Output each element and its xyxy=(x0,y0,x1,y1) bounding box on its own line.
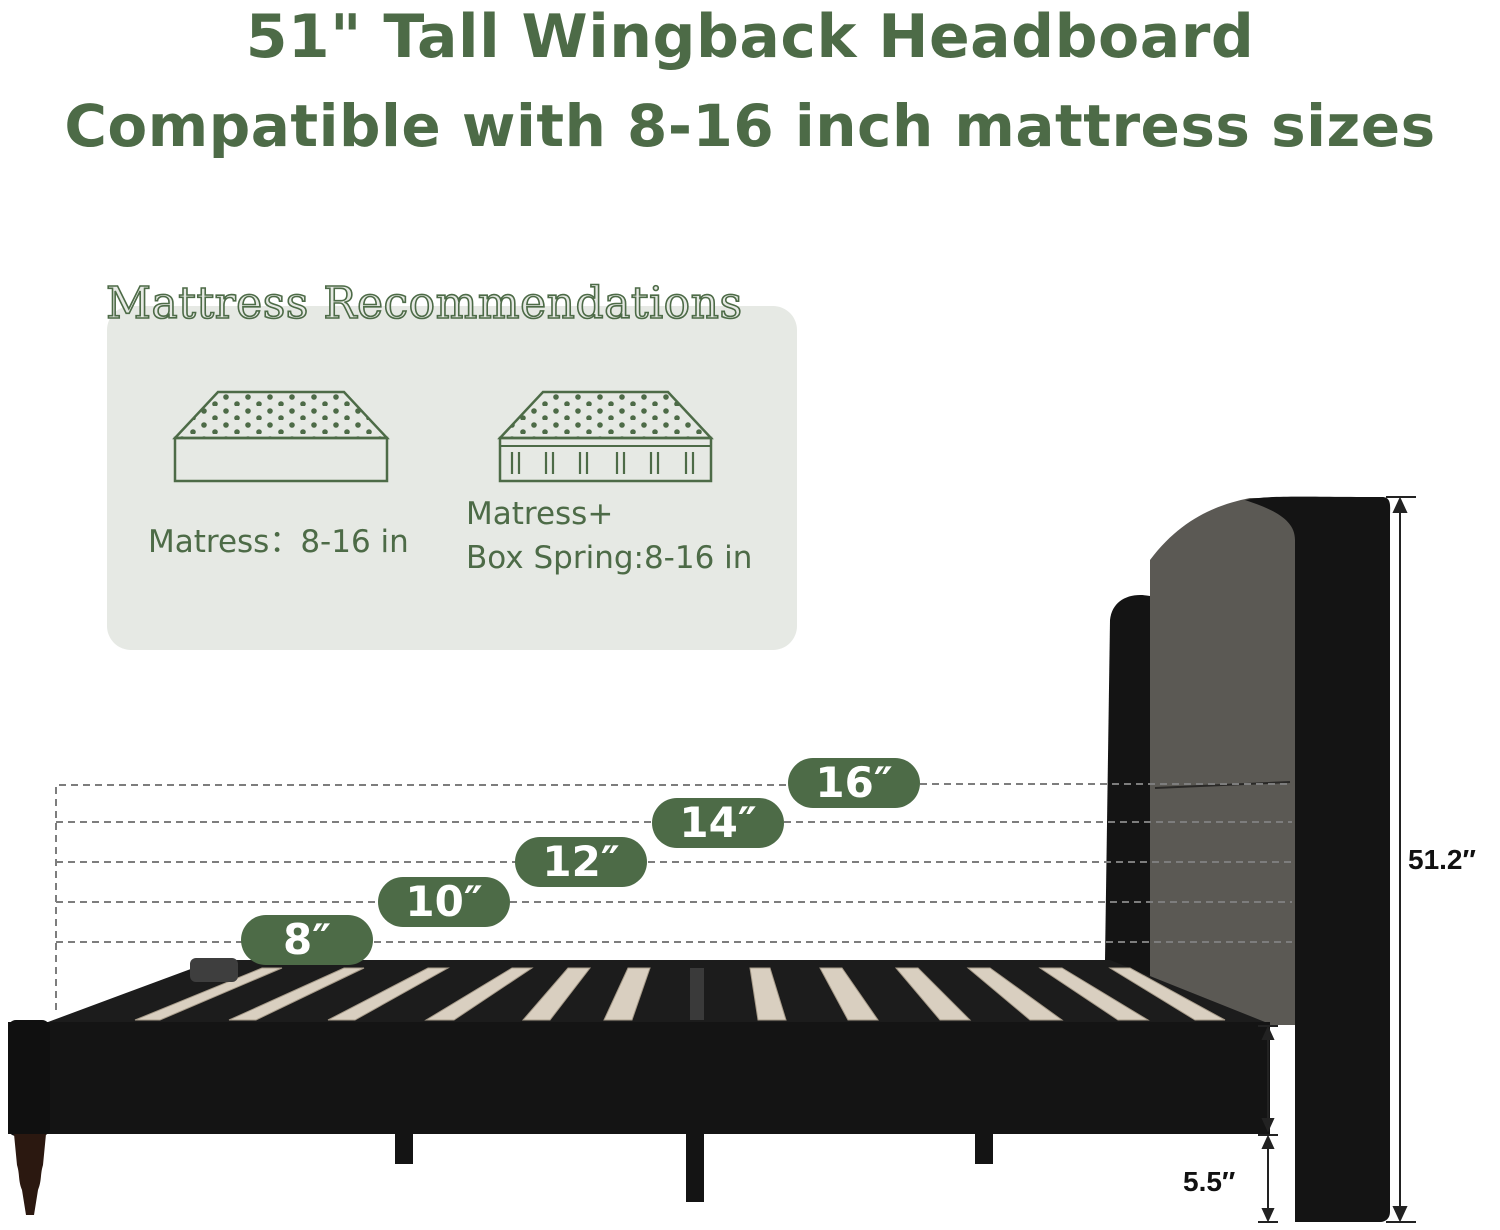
clearance-height-label: 5.5″ xyxy=(1183,1166,1236,1197)
mattress-recommendations-panel xyxy=(107,306,797,650)
box-spring-icon xyxy=(497,390,714,483)
bed-rail-front xyxy=(8,1022,1270,1134)
height-badge-8: 8″ xyxy=(241,915,373,965)
page-title-line-1: 51" Tall Wingback Headboard xyxy=(245,2,1255,72)
height-badge-16: 16″ xyxy=(788,758,920,808)
height-guides xyxy=(55,783,1292,1010)
height-badge-14: 14″ xyxy=(652,798,784,848)
height-badge-10: 10″ xyxy=(378,877,510,927)
total-height-arrow xyxy=(1386,496,1416,1223)
clearance-arrow xyxy=(1258,1134,1278,1223)
bed-legs xyxy=(14,1134,993,1215)
box-spring-label-line-2: Box Spring:8-16 in xyxy=(466,540,753,576)
bed-slats xyxy=(134,967,1226,1021)
box-spring-label-line-1: Matress+ xyxy=(466,496,614,532)
mattress-height-label: Matress：8-16 in xyxy=(148,524,409,560)
rail-height-arrow xyxy=(1258,1025,1278,1133)
total-height-label: 51.2″ xyxy=(1408,844,1476,875)
page-title-line-2: Compatible with 8-16 inch mattress sizes xyxy=(64,92,1436,160)
bed-rail-back xyxy=(48,960,1265,1022)
footboard-corner xyxy=(190,958,238,982)
mattress-icon xyxy=(172,390,390,483)
center-support-rail xyxy=(690,968,704,1020)
mattress-recommendations-heading: Mattress Recommendations xyxy=(105,277,743,330)
headboard xyxy=(1105,496,1391,1222)
height-badge-12: 12″ xyxy=(515,837,647,887)
